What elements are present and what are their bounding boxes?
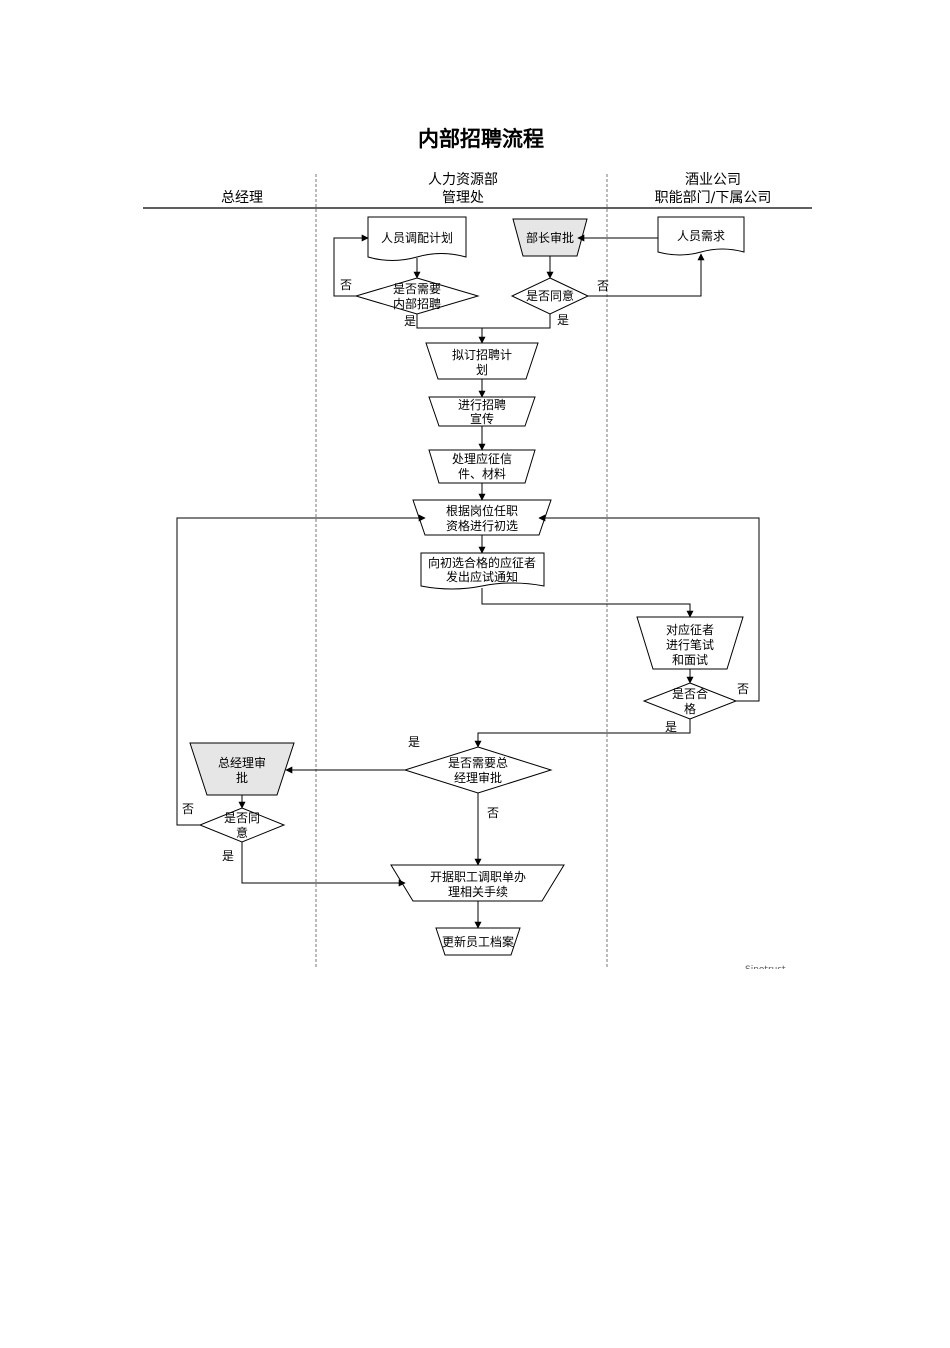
arrow-agree-no — [588, 253, 705, 297]
label-no-gm-agree: 否 — [182, 802, 194, 816]
qualified-label-1: 是否合 — [672, 686, 708, 701]
label-no-agree: 否 — [597, 279, 609, 293]
staff-demand-node — [657, 216, 745, 256]
process-applications-label-2: 件、材料 — [458, 467, 506, 481]
page-title: 内部招聘流程 — [418, 127, 544, 151]
need-gm-label-2: 经理审批 — [454, 770, 502, 785]
qualified-label-2: 格 — [684, 701, 696, 716]
watermark-clip — [700, 969, 820, 989]
label-yes-need-gm: 是 — [408, 735, 420, 749]
label-no-qualified: 否 — [737, 682, 749, 696]
staff-demand-label: 人员需求 — [677, 229, 725, 243]
gm-approval-node — [189, 742, 295, 796]
transfer-plan-label: 人员调配计划 — [381, 231, 453, 245]
publicity-label-1: 进行招聘 — [458, 398, 506, 412]
update-records-node — [435, 927, 521, 956]
need-gm-label-1: 是否需要总 — [448, 756, 508, 770]
draft-plan-label-2: 划 — [476, 363, 488, 377]
need-gm-decision — [403, 746, 553, 794]
initial-screening-node — [412, 499, 552, 536]
label-yes-agree: 是 — [557, 313, 569, 327]
lane-hr-header-line1: 人力资源部 — [428, 172, 498, 188]
gm-approval-label-2: 批 — [236, 770, 248, 785]
arrow-gm-agree-yes — [241, 842, 406, 887]
label-yes-need-internal: 是 — [404, 314, 416, 328]
update-records-label: 更新员工档案 — [442, 934, 514, 949]
written-interview-node — [636, 616, 744, 670]
arrow-qualified-no — [538, 514, 760, 702]
label-no-need-gm: 否 — [487, 806, 499, 820]
agree-decision-1-label: 是否同意 — [526, 288, 574, 303]
exam-notice-label-1: 向初选合格的应征者 — [428, 555, 536, 570]
label-yes-gm-agree: 是 — [222, 849, 234, 863]
lane-gm-header: 总经理 — [221, 190, 263, 206]
arrow-qualified-yes — [474, 719, 691, 748]
gm-agree-label-1: 是否同 — [224, 811, 260, 825]
transfer-form-label-2: 理相关手续 — [448, 885, 508, 899]
lane-dept-header-line2: 职能部门/下属公司 — [655, 190, 772, 206]
line-yes-merge — [416, 314, 551, 329]
publicity-node — [428, 396, 536, 427]
draft-plan-label-1: 拟订招聘计 — [452, 348, 512, 362]
label-yes-qualified: 是 — [665, 720, 677, 734]
process-applications-node — [428, 449, 536, 484]
lane-dept-header-line1: 酒业公司 — [685, 172, 741, 188]
exam-notice-label-2: 发出应试通知 — [446, 569, 518, 584]
dept-head-approval-node — [512, 218, 588, 257]
gm-approval-label-1: 总经理审 — [218, 755, 266, 770]
process-applications-label-1: 处理应征信 — [452, 451, 512, 466]
written-interview-label-2: 进行笔试 — [666, 637, 714, 652]
transfer-form-label-1: 开据职工调职单办 — [430, 869, 526, 884]
exam-notice-node — [420, 552, 545, 590]
transfer-form-node — [390, 864, 565, 902]
written-interview-label-1: 对应征者 — [666, 622, 714, 637]
label-no-need-internal: 否 — [340, 278, 352, 292]
arrow-notice-to-exam — [481, 588, 694, 618]
gm-agree-label-2: 意 — [236, 825, 248, 840]
transfer-plan-node — [367, 216, 467, 261]
arrow-gm-agree-no — [176, 514, 426, 826]
lane-hr-header-line2: 管理处 — [442, 190, 484, 206]
written-interview-label-3: 和面试 — [672, 652, 708, 667]
initial-screening-label-1: 根据岗位任职 — [446, 503, 518, 518]
initial-screening-label-2: 资格进行初选 — [446, 518, 518, 533]
arrow-need-internal-no — [333, 234, 369, 297]
dept-head-approval-label: 部长审批 — [526, 230, 574, 245]
need-internal-label-1: 是否需要 — [393, 282, 441, 296]
need-internal-label-2: 内部招聘 — [393, 296, 441, 311]
draft-plan-node — [425, 342, 539, 380]
publicity-label-2: 宣传 — [470, 411, 494, 426]
